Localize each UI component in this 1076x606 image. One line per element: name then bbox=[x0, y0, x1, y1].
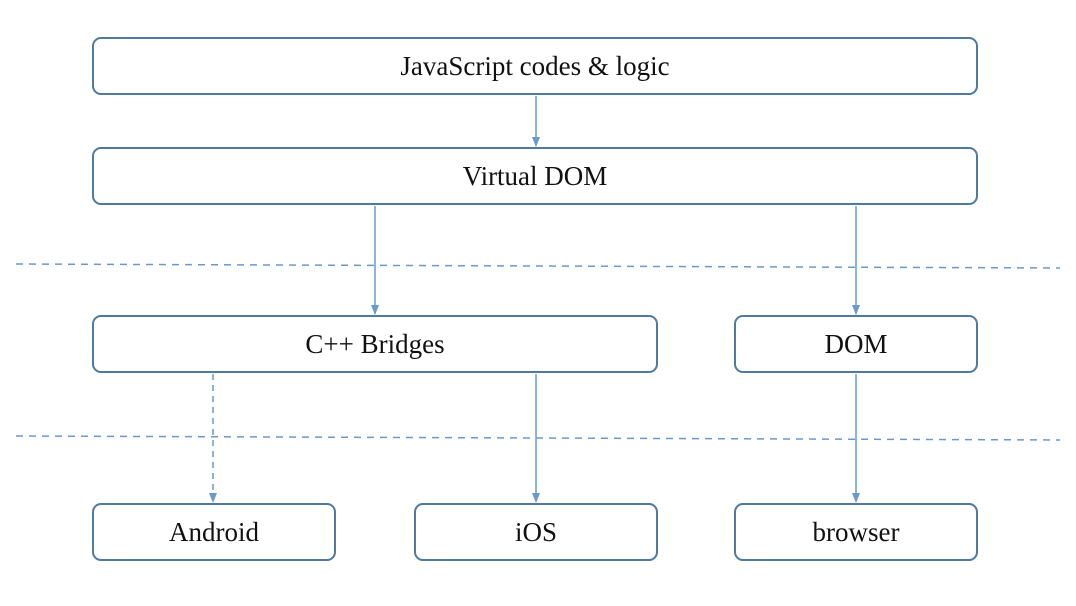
node-android: Android bbox=[92, 503, 336, 561]
node-ios: iOS bbox=[414, 503, 658, 561]
node-cpp-bridges: C++ Bridges bbox=[92, 315, 658, 373]
node-browser: browser bbox=[734, 503, 978, 561]
layer-separator-lower bbox=[15, 435, 1061, 441]
layer-separator-upper bbox=[15, 263, 1061, 269]
node-dom: DOM bbox=[734, 315, 978, 373]
node-javascript-logic: JavaScript codes & logic bbox=[92, 37, 978, 95]
node-virtual-dom: Virtual DOM bbox=[92, 147, 978, 205]
